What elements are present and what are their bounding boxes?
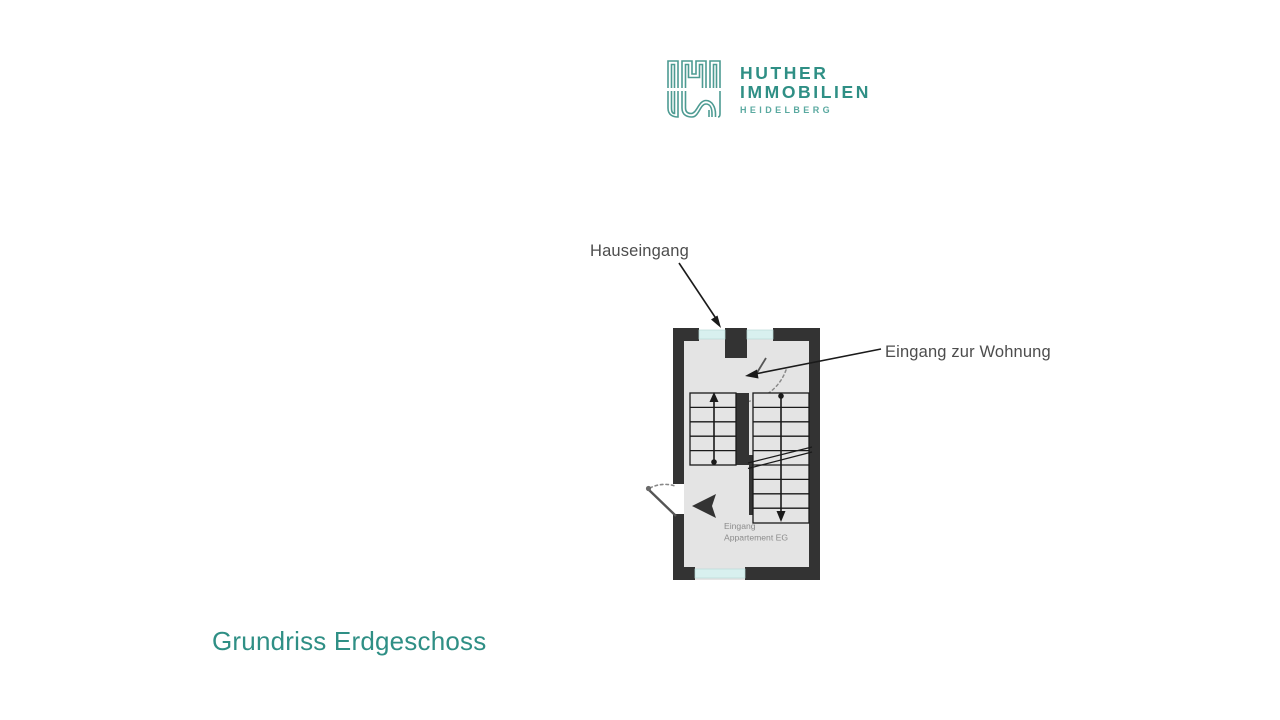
brand-line-huther: HUTHER [740, 63, 829, 83]
stair-divider-wall-lower [749, 455, 753, 515]
floor-plan-drawing: Eingang Appartement EG [645, 262, 882, 580]
brand-wordmark: HUTHER IMMOBILIEN HEIDELBERG [740, 58, 871, 118]
stairs-break-line-b [747, 446, 813, 464]
wall-left [673, 328, 684, 580]
room-label-line1: Eingang [724, 521, 756, 531]
brand-line-heidelberg: HEIDELBERG [740, 105, 834, 115]
wall-bottom-left-segment [673, 567, 695, 580]
stairs-break-line-a [747, 451, 813, 470]
door-opening-left-wall [673, 484, 684, 514]
stair-divider-wall [736, 393, 749, 465]
stairs-down-start-dot [778, 393, 784, 399]
door-hinge-dot [645, 485, 652, 492]
stairs-down-arrowhead [776, 511, 786, 522]
brand-logo: HUTHER IMMOBILIEN HEIDELBERG [666, 58, 871, 120]
apartment-entrance-marker-icon [692, 494, 716, 518]
wall-top-middle-segment [725, 328, 747, 341]
brand-line-immobilien: IMMOBILIEN [740, 82, 871, 102]
page-title: Grundriss Erdgeschoss [212, 626, 487, 656]
stairs-up [689, 392, 737, 466]
window-bottom [694, 568, 746, 579]
wall-top-right-segment [773, 328, 820, 341]
stairs-down [747, 392, 813, 524]
leader-arrow-apartment-entrance [745, 348, 882, 379]
huther-logo-mark-icon [666, 58, 722, 120]
window-top-right [746, 329, 774, 340]
stairs-up-arrowhead [709, 392, 719, 402]
window-top-left [698, 329, 726, 340]
stairs-up-outline [689, 392, 737, 466]
leader-arrow-house-entrance [678, 262, 721, 328]
wall-right [809, 328, 820, 580]
room-label-line2: Appartement EG [724, 533, 788, 543]
callout-label-house-entrance: Hauseingang [590, 242, 689, 260]
door-swing-arc-entrance [649, 483, 676, 489]
door-leaf-entrance [647, 488, 677, 517]
callout-label-apartment-entrance: Eingang zur Wohnung [885, 343, 1051, 361]
entrance-pillar [725, 341, 747, 358]
wall-bottom-right-segment [745, 567, 820, 580]
stairs-up-start-dot [711, 459, 717, 465]
wall-top-left-segment [673, 328, 699, 341]
